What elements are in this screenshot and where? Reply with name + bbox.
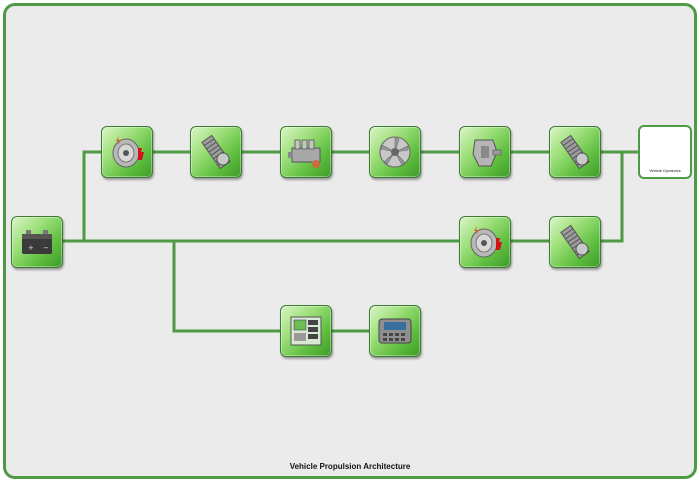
torque-converter-block[interactable] bbox=[369, 126, 421, 178]
controller-board-icon bbox=[290, 316, 322, 346]
gear-3-block[interactable] bbox=[549, 216, 601, 268]
torque-converter-icon bbox=[379, 136, 411, 168]
gear-icon bbox=[201, 134, 231, 170]
vehicle-dynamics-label: Vehicle Dynamics bbox=[649, 168, 681, 173]
controller-block[interactable] bbox=[280, 305, 332, 357]
gear-1-block[interactable] bbox=[190, 126, 242, 178]
gear-icon bbox=[560, 134, 590, 170]
engine-icon bbox=[288, 139, 321, 168]
svg-text:−: − bbox=[43, 244, 49, 252]
electric-motor-icon bbox=[112, 136, 144, 168]
transmission-icon bbox=[472, 139, 502, 167]
motor-generator-2-block[interactable] bbox=[459, 216, 511, 268]
transmission-block[interactable] bbox=[459, 126, 511, 178]
dashboard-display-icon bbox=[378, 318, 412, 344]
display-panel-block[interactable] bbox=[369, 305, 421, 357]
battery-icon: + − bbox=[22, 230, 52, 254]
gear-icon bbox=[560, 224, 590, 260]
battery-block[interactable]: + − bbox=[11, 216, 63, 268]
electric-motor-icon bbox=[470, 226, 502, 258]
svg-text:+: + bbox=[28, 244, 34, 252]
vehicle-dynamics-block[interactable]: Vehicle Dynamics bbox=[638, 125, 692, 179]
gear-2-block[interactable] bbox=[549, 126, 601, 178]
engine-block[interactable] bbox=[280, 126, 332, 178]
diagram-title: Vehicle Propulsion Architecture bbox=[289, 462, 411, 471]
motor-generator-1-block[interactable] bbox=[101, 126, 153, 178]
